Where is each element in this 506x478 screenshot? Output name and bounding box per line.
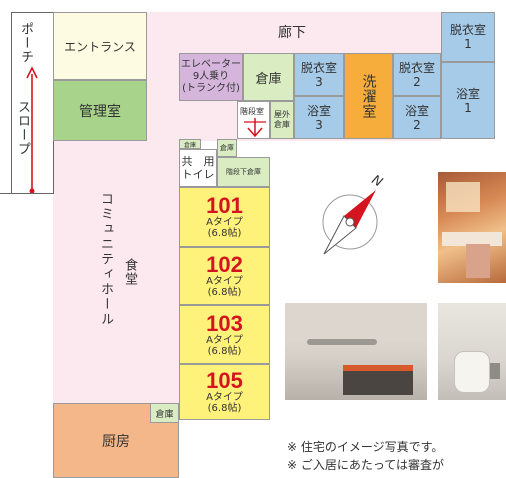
dressing-room-1: 脱衣室 1	[441, 12, 495, 62]
room-105[interactable]: 105 Aタイプ (6.8帖)	[179, 364, 270, 420]
outdoor-storage-label: 屋外 倉庫	[274, 110, 290, 129]
photo-paper-holder	[490, 363, 500, 379]
room-105-number: 105	[206, 368, 243, 393]
compass-icon	[322, 190, 378, 255]
entrance-room: エントランス	[53, 12, 147, 80]
dining-room-photo	[438, 172, 506, 283]
elevator-room: エレベーター 9人乗り (トランク付)	[179, 53, 243, 101]
stair-room: 階段室	[237, 101, 270, 139]
slope-arrow	[26, 66, 38, 194]
photo-handrail	[307, 339, 377, 345]
bath-3-label: 浴室 3	[306, 103, 331, 132]
kitchen-storage-label: 倉庫	[155, 409, 174, 420]
stair-arrow	[244, 118, 266, 138]
porch-base-line	[0, 193, 53, 194]
porch-label: ポーチ	[18, 22, 33, 64]
laundry-label: 洗濯室	[360, 73, 377, 119]
community-hall-label: コミュニティホール	[98, 192, 113, 327]
photo-chair	[466, 244, 490, 278]
dining-label: 食堂	[122, 258, 137, 286]
community-hall-mid	[141, 141, 179, 171]
shared-toilet-label: 共 用 トイレ	[181, 155, 215, 181]
dressing-1-label: 脱衣室 1	[449, 23, 486, 51]
dressing-2-label: 脱衣室 2	[398, 60, 435, 89]
stair-room-label: 階段室	[240, 107, 264, 116]
room-103[interactable]: 103 Aタイプ (6.8帖)	[179, 305, 270, 364]
dressing-3-label: 脱衣室 3	[300, 60, 337, 89]
toilet-photo	[438, 303, 506, 400]
room-101-type: Aタイプ (6.8帖)	[206, 217, 243, 239]
photo-bathtub	[343, 365, 413, 395]
room-102-number: 102	[206, 252, 243, 277]
outdoor-storage: 屋外 倉庫	[270, 101, 294, 139]
photo-wall-panel	[285, 303, 427, 343]
room-102-type: Aタイプ (6.8帖)	[206, 276, 243, 298]
bath-room-1: 浴室 1	[441, 62, 495, 139]
bath-room-3: 浴室 3	[294, 96, 344, 139]
note-screening: ※ ご入居にあたっては審査が	[287, 458, 445, 472]
room-101-number: 101	[206, 193, 243, 218]
under-stair-storage-label: 階段下倉庫	[226, 168, 261, 176]
small-storage-1: 倉庫	[179, 139, 201, 149]
small-storage-1-label: 倉庫	[183, 141, 196, 149]
shared-toilet: 共 用 トイレ	[179, 149, 217, 187]
elevator-label: エレベーター 9人乗り (トランク付)	[181, 59, 241, 94]
photo-table	[442, 232, 502, 246]
entrance-label: エントランス	[64, 39, 136, 54]
kitchen-label: 厨房	[102, 433, 130, 450]
corridor-label: 廊下	[278, 25, 306, 41]
laundry-room: 洗濯室	[344, 53, 393, 139]
storage-label: 倉庫	[255, 71, 282, 87]
room-103-number: 103	[206, 310, 243, 336]
dressing-room-2: 脱衣室 2	[393, 53, 441, 96]
small-storage-2-label: 倉庫	[220, 144, 234, 152]
under-stair-storage: 階段下倉庫	[217, 157, 270, 187]
small-storage-2: 倉庫	[217, 139, 237, 157]
bath-2-label: 浴室 2	[404, 103, 429, 132]
bath-room-2: 浴室 2	[393, 96, 441, 139]
room-101[interactable]: 101 Aタイプ (6.8帖)	[179, 187, 270, 247]
room-105-type: Aタイプ (6.8帖)	[206, 392, 243, 414]
community-hall-area	[53, 141, 179, 403]
dressing-room-3: 脱衣室 3	[294, 53, 344, 96]
room-103-type: Aタイプ (6.8帖)	[206, 334, 243, 357]
office-label: 管理室	[79, 103, 121, 120]
slope-label: スロープ	[15, 100, 30, 156]
storage-room: 倉庫	[243, 53, 294, 101]
office-room: 管理室	[53, 80, 147, 141]
note-photo-disclaimer: ※ 住宅のイメージ写真です。	[287, 440, 444, 454]
bathroom-photo	[285, 303, 427, 400]
photo-toilet-bowl	[454, 351, 490, 393]
kitchen-storage: 倉庫	[150, 403, 179, 423]
bath-1-label: 浴室 1	[455, 86, 480, 115]
room-102[interactable]: 102 Aタイプ (6.8帖)	[179, 247, 270, 305]
photo-window	[446, 182, 480, 212]
